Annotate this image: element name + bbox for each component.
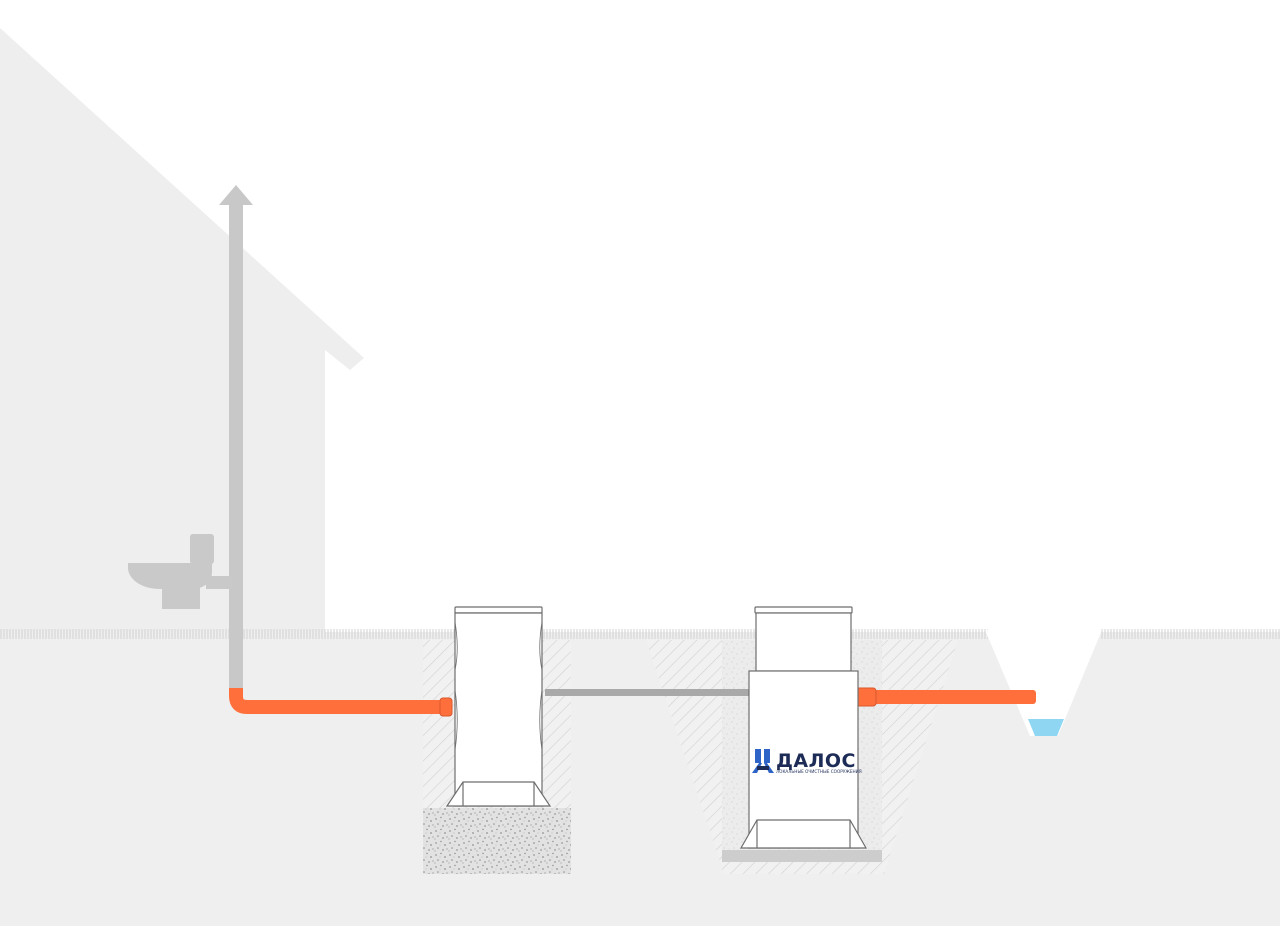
pit-2-base-hatch — [722, 862, 882, 874]
house — [0, 28, 364, 632]
second-tank — [739, 606, 868, 849]
grass-strip-right — [1100, 629, 1280, 639]
ground — [0, 632, 1280, 926]
toilet-icon — [128, 534, 232, 609]
overflow-pipe — [545, 689, 751, 696]
water — [1028, 719, 1064, 736]
vent-arrow — [219, 185, 253, 205]
dalos-logo-icon — [752, 749, 774, 773]
pit-1-gravel-base — [423, 808, 571, 874]
outlet-pipe — [858, 690, 1036, 704]
first-tank — [445, 606, 552, 807]
drainage-ditch — [985, 630, 1102, 736]
brand-logo: ДАЛОС ЛОКАЛЬНЫЕ ОЧИСТНЫЕ СООРУЖЕНИЯ — [752, 749, 862, 774]
vent-pipe — [229, 202, 243, 698]
pit-2-base-slab — [722, 850, 882, 862]
brand-tagline: ЛОКАЛЬНЫЕ ОЧИСТНЫЕ СООРУЖЕНИЯ — [776, 769, 862, 774]
pit-2-slope-left — [646, 640, 724, 874]
inlet-pipe — [229, 688, 448, 714]
brand-name: ДАЛОС — [776, 750, 856, 772]
outlet-coupling — [855, 687, 877, 707]
inlet-coupling — [439, 697, 453, 717]
